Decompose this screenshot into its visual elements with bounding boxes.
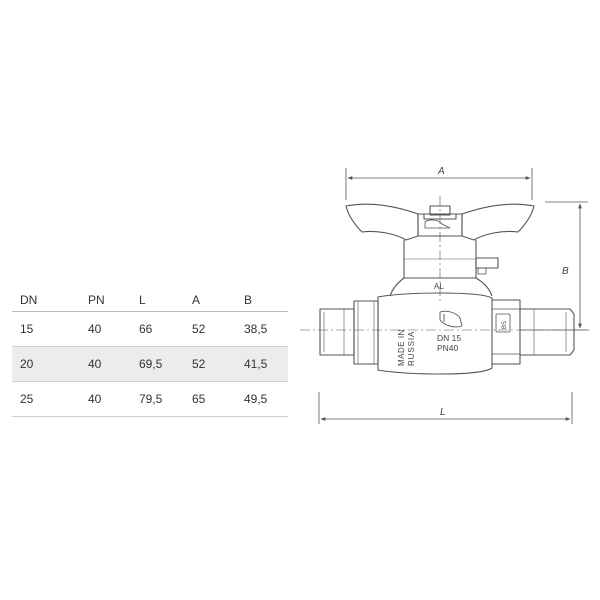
table-row: 15 40 66 52 38,5 <box>12 312 288 347</box>
valve-body <box>319 292 575 375</box>
cell-l: 79,5 <box>139 392 163 406</box>
cell-pn: 40 <box>88 392 102 406</box>
dimension-a <box>345 168 533 200</box>
table-row: 25 40 79,5 65 49,5 <box>12 382 288 417</box>
dim-b-label: B <box>562 266 569 277</box>
hex-mark: BS <box>502 321 508 329</box>
spec-table: DN PN L A B 15 40 66 52 38,5 20 40 69,5 … <box>12 285 288 417</box>
header-a: A <box>192 293 201 307</box>
stem-mark: AL <box>434 282 444 291</box>
header-dn: DN <box>20 293 38 307</box>
dim-a-label: A <box>437 166 445 177</box>
table-header-row: DN PN L A B <box>12 285 288 312</box>
cell-dn: 15 <box>20 322 34 336</box>
body-dn-label: DN 15 <box>437 333 461 343</box>
butterfly-handle <box>345 203 535 241</box>
dimension-b <box>520 201 588 331</box>
header-l: L <box>139 293 146 307</box>
dim-l-label: L <box>440 407 446 418</box>
cell-dn: 20 <box>20 357 34 371</box>
cell-b: 49,5 <box>244 392 268 406</box>
cell-pn: 40 <box>88 322 102 336</box>
cell-pn: 40 <box>88 357 102 371</box>
header-b: B <box>244 293 253 307</box>
russia-label: RUSSIA <box>407 331 416 366</box>
cell-a: 52 <box>192 357 206 371</box>
made-in-label: MADE IN <box>397 329 406 366</box>
cell-b: 38,5 <box>244 322 268 336</box>
table-row: 20 40 69,5 52 41,5 <box>12 347 288 382</box>
valve-stem <box>389 240 499 297</box>
body-pn-label: PN40 <box>437 343 459 353</box>
cell-b: 41,5 <box>244 357 268 371</box>
cell-dn: 25 <box>20 392 34 406</box>
header-pn: PN <box>88 293 105 307</box>
dimension-l <box>318 392 573 424</box>
cell-l: 66 <box>139 322 153 336</box>
cell-a: 52 <box>192 322 206 336</box>
cell-a: 65 <box>192 392 206 406</box>
cell-l: 69,5 <box>139 357 163 371</box>
